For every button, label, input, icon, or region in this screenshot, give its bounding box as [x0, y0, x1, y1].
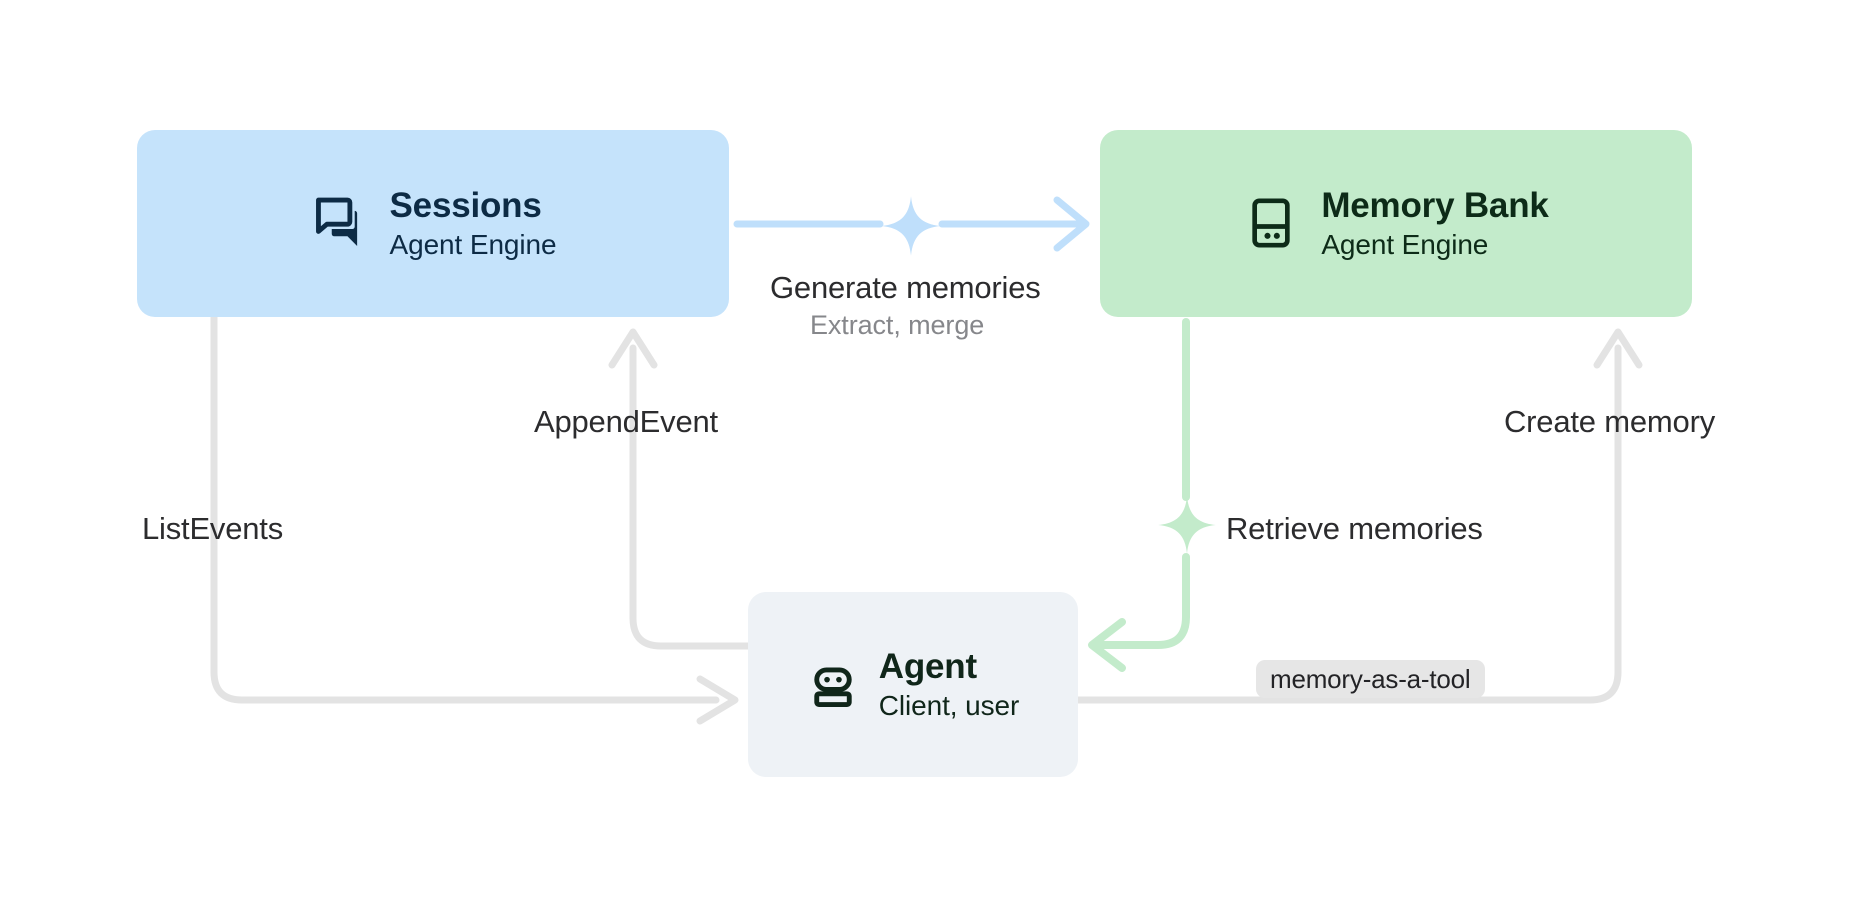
- sparkle-icon: [1157, 495, 1217, 560]
- node-agent-title: Agent: [878, 647, 977, 687]
- chat-bubbles-icon: [310, 194, 368, 252]
- edge-label-list-events: ListEvents: [142, 511, 284, 546]
- memory-bank-icon: [1243, 195, 1299, 251]
- edge-label-generate-memories: Generate memories: [770, 270, 1041, 305]
- edge-label-append-event: AppendEvent: [534, 404, 718, 439]
- sparkle-icon: [880, 195, 942, 262]
- edge-label-retrieve-memories: Retrieve memories: [1226, 511, 1483, 546]
- node-memory-bank-subtitle: Agent Engine: [1321, 229, 1489, 261]
- node-sessions-content: Sessions Agent Engine: [310, 186, 557, 261]
- edge-list-events: [210, 313, 739, 725]
- node-memory-bank-content: Memory Bank Agent Engine: [1243, 186, 1549, 261]
- node-agent-text: Agent Client, user: [878, 647, 1020, 722]
- node-sessions-text: Sessions Agent Engine: [390, 186, 557, 261]
- node-agent[interactable]: Agent Client, user: [748, 592, 1078, 777]
- robot-icon: [807, 658, 859, 710]
- edge-label-create-memory: Create memory: [1504, 404, 1716, 439]
- node-sessions[interactable]: Sessions Agent Engine: [137, 130, 729, 317]
- edge-sublabel-extract-merge: Extract, merge: [810, 310, 985, 340]
- node-memory-bank[interactable]: Memory Bank Agent Engine: [1100, 130, 1692, 317]
- node-memory-bank-title: Memory Bank: [1321, 186, 1549, 226]
- node-sessions-title: Sessions: [389, 186, 542, 226]
- node-memory-bank-text: Memory Bank Agent Engine: [1321, 186, 1549, 261]
- badge-memory-as-a-tool: memory-as-a-tool: [1256, 660, 1485, 698]
- node-agent-subtitle: Client, user: [878, 690, 1020, 722]
- edge-append-event: [608, 328, 752, 650]
- node-agent-content: Agent Client, user: [807, 647, 1019, 722]
- node-sessions-subtitle: Agent Engine: [389, 229, 557, 261]
